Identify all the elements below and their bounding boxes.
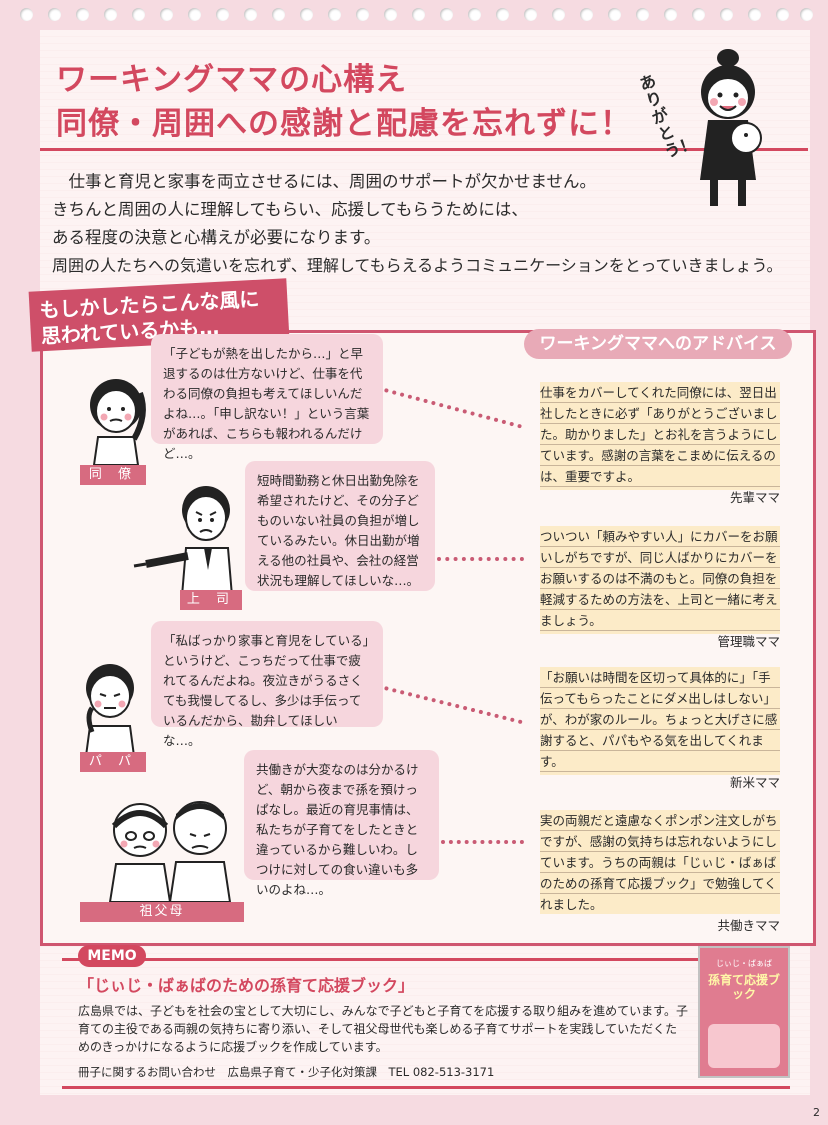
binder-ring	[580, 8, 593, 21]
title-line-1: ワーキングママの心構え	[56, 62, 408, 98]
voice-label-papa: パ パ	[80, 752, 146, 772]
grandparents-illustration	[96, 790, 242, 903]
advice-card-working-mama: 実の両親だと遠慮なくポンポン注文しがちですが、感謝の気持ちは忘れないようにしてい…	[524, 800, 792, 933]
binder-ring	[216, 8, 229, 21]
binder-ring	[440, 8, 453, 21]
colleague-illustration	[78, 365, 158, 466]
binder-ring	[104, 8, 117, 21]
advice-author: 管理職ママ	[717, 634, 780, 649]
advice-card-new-mama: 「お願いは時間を区切って具体的に」「手伝ってもらったことにダメ出しはしない」が、…	[524, 657, 792, 790]
binder-ring	[132, 8, 145, 21]
binder-ring	[272, 8, 285, 21]
binder-ring	[800, 8, 813, 21]
advice-author: 新米ママ	[729, 775, 780, 790]
binder-ring	[20, 8, 33, 21]
advice-author: 先輩ママ	[729, 490, 780, 505]
binder-ring	[300, 8, 313, 21]
memo-tag: MEMO	[78, 945, 146, 967]
advice-text: ついつい「頼みやすい人」にカバーをお願いしがちですが、同じ人ばかりにカバーをお願…	[540, 529, 778, 628]
binder-ring	[524, 8, 537, 21]
binder-ring	[244, 8, 257, 21]
voice-label-grandparents: 祖父母	[80, 902, 244, 922]
advice-text: 仕事をカバーしてくれた同僚には、翌日出社したときに必ず「ありがとうございました。…	[540, 385, 778, 484]
voice-bubble-grandparents: 共働きが大変なのは分かるけど、朝から夜まで孫を預けっぱなし。最近の育児事情は、私…	[244, 750, 439, 897]
page-title: ワーキングママの心構え 同僚・周囲への感謝と配慮を忘れずに！	[56, 58, 632, 146]
voice-label-colleague: 同 僚	[80, 465, 146, 485]
advice-text: 実の両親だと遠慮なくポンポン注文しがちですが、感謝の気持ちは忘れないようにしてい…	[540, 813, 778, 912]
intro-line: ある程度の決意と心構えが必要になります。	[52, 228, 381, 247]
binder-ring	[748, 8, 761, 21]
intro-line: 周囲の人たちへの気遣いを忘れず、理解してもらえるようコミュニケーションをとってい…	[52, 256, 783, 275]
memo-title: 「じぃじ・ばぁばのための孫育て応援ブック」	[78, 976, 415, 995]
voice-bubble-papa: 「私ばっかり家事と育児をしている」というけど、こっちだって仕事で疲れてるんだよね…	[151, 621, 383, 748]
boss-illustration	[132, 478, 252, 597]
papa-illustration	[68, 652, 154, 757]
intro-line: きちんと周囲の人に理解してもらい、応援してもらうためには、	[52, 200, 528, 219]
connector-boss	[437, 557, 524, 565]
advice-header: ワーキングママへのアドバイス	[524, 329, 792, 359]
binder-ring	[328, 8, 341, 21]
advice-text: 「お願いは時間を区切って具体的に」「手伝ってもらったことにダメ出しはしない」が、…	[540, 670, 778, 769]
binder-ring	[720, 8, 733, 21]
advice-card-senior-mama: 仕事をカバーしてくれた同僚には、翌日出社したときに必ず「ありがとうございました。…	[524, 372, 792, 505]
memo-contact: 冊子に関するお問い合わせ 広島県子育て・少子化対策課 TEL 082-513-3…	[78, 1065, 495, 1079]
binder-ring	[496, 8, 509, 21]
book-cover-subtitle: じぃじ・ばぁば	[716, 959, 772, 968]
voice-bubble-colleague: 「子どもが熱を出したから…」と早退するのは仕方ないけど、仕事を代わる同僚の負担も…	[151, 334, 383, 461]
advice-author: 共働きママ	[717, 918, 780, 933]
voice-label-boss: 上 司	[180, 590, 242, 610]
intro-line: 仕事と育児と家事を両立させるには、周囲のサポートが欠かせません。	[52, 172, 597, 191]
memo-text: 広島県では、子どもを社会の宝として大切にし、みんなで子どもと子育てを応援する取り…	[78, 1004, 688, 1054]
binder-ring	[160, 8, 173, 21]
binder-ring	[188, 8, 201, 21]
title-underline	[40, 148, 808, 151]
binder-ring	[468, 8, 481, 21]
memo-section	[62, 958, 790, 1089]
binder-ring	[608, 8, 621, 21]
book-cover-title: 孫育て応援ブック	[708, 973, 781, 1001]
binder-ring	[636, 8, 649, 21]
binder-ring	[776, 8, 789, 21]
binder-ring	[356, 8, 369, 21]
advice-card-manager-mama: ついつい「頼みやすい人」にカバーをお願いしがちですが、同じ人ばかりにカバーをお願…	[524, 516, 792, 649]
binder-rings	[0, 0, 828, 34]
binder-ring	[552, 8, 565, 21]
binder-ring	[76, 8, 89, 21]
connector-grandparents	[441, 840, 524, 848]
title-line-2: 同僚・周囲への感謝と配慮を忘れずに！	[56, 106, 632, 142]
binder-ring	[384, 8, 397, 21]
voice-bubble-boss: 短時間勤務と休日出勤免除を希望されたけど、その分子どものいない社員の負担が増して…	[245, 461, 435, 591]
binder-ring	[48, 8, 61, 21]
page-number: 2	[813, 1106, 820, 1119]
mascot-illustration: ありがとう！	[637, 40, 780, 215]
binder-ring	[692, 8, 705, 21]
binder-ring	[664, 8, 677, 21]
book-cover-illustration	[708, 1024, 780, 1068]
book-cover-image: じぃじ・ばぁば 孫育て応援ブック	[698, 946, 790, 1078]
binder-ring	[412, 8, 425, 21]
intro-paragraph: 仕事と育児と家事を両立させるには、周囲のサポートが欠かせません。 きちんと周囲の…	[52, 168, 812, 280]
